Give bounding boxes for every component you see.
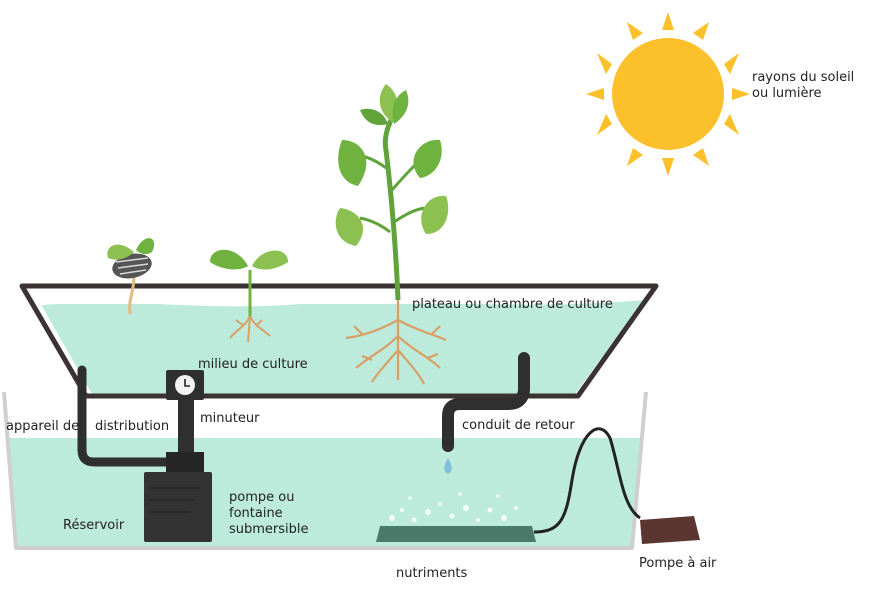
pump-label-line3: submersible [229, 522, 309, 537]
submersible-pump [144, 452, 212, 542]
pump-label: pompe ou fontaine submersible [229, 490, 309, 538]
return-pipe [442, 352, 530, 474]
air-line [533, 427, 641, 534]
sun-label-line2: ou lumière [752, 86, 822, 101]
plant-large [335, 84, 449, 385]
seedling-small [210, 249, 288, 343]
timer-icon [166, 370, 204, 400]
sun-icon [586, 12, 750, 176]
sun-label: rayons du soleil ou lumière [752, 70, 854, 102]
return-label: conduit de retour [462, 418, 575, 433]
tray-label: plateau ou chambre de culture [412, 297, 613, 312]
growing-tray [19, 283, 659, 399]
nutrients-label: nutriments [396, 566, 468, 581]
delivery-pipe [77, 365, 194, 467]
air-stone [376, 492, 536, 542]
pump-label-line1: pompe ou [229, 490, 295, 505]
air-pump-label: Pompe à air [639, 556, 717, 571]
reservoir-label: Réservoir [63, 518, 125, 533]
medium-label: milieu de culture [198, 357, 308, 372]
air-pump [640, 516, 700, 544]
pump-label-line2: fontaine [229, 506, 283, 521]
delivery-label-left: appareil de [6, 419, 80, 434]
sun-label-line1: rayons du soleil [752, 70, 855, 85]
seedling-sprout [107, 238, 155, 315]
timer-label: minuteur [200, 411, 260, 426]
delivery-label-right: distribution [95, 419, 170, 434]
